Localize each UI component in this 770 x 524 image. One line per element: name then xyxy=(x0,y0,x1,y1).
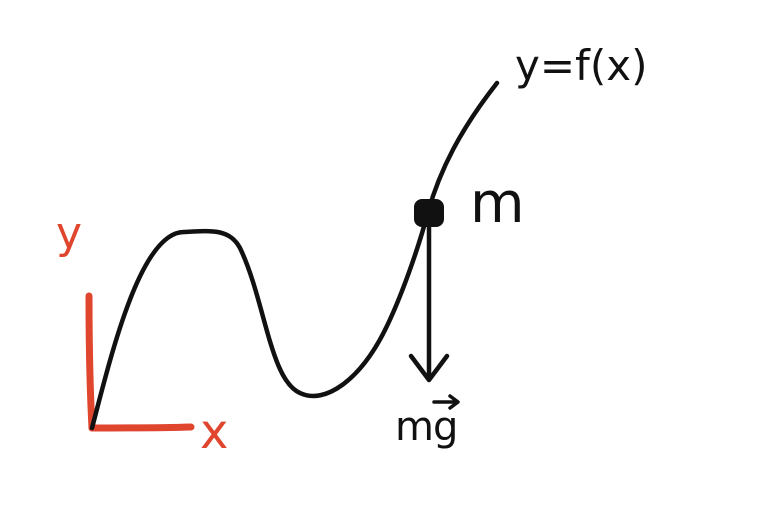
force-label-m: m xyxy=(395,404,434,450)
x-axis-label: x xyxy=(200,404,228,460)
force-label-g: g xyxy=(433,404,458,450)
y-axis-line xyxy=(85,292,96,432)
vector-arrow-icon xyxy=(432,394,460,410)
curve-fx xyxy=(89,80,500,431)
x-axis-line xyxy=(88,423,195,432)
y-axis-label: y xyxy=(56,208,82,259)
force-label: m g xyxy=(395,394,460,450)
curve-label: y=f(x) xyxy=(515,41,647,90)
gravity-force-arrow xyxy=(408,219,450,383)
point-mass xyxy=(414,199,444,227)
mass-label: m xyxy=(470,171,525,236)
axes: y x xyxy=(56,208,228,460)
